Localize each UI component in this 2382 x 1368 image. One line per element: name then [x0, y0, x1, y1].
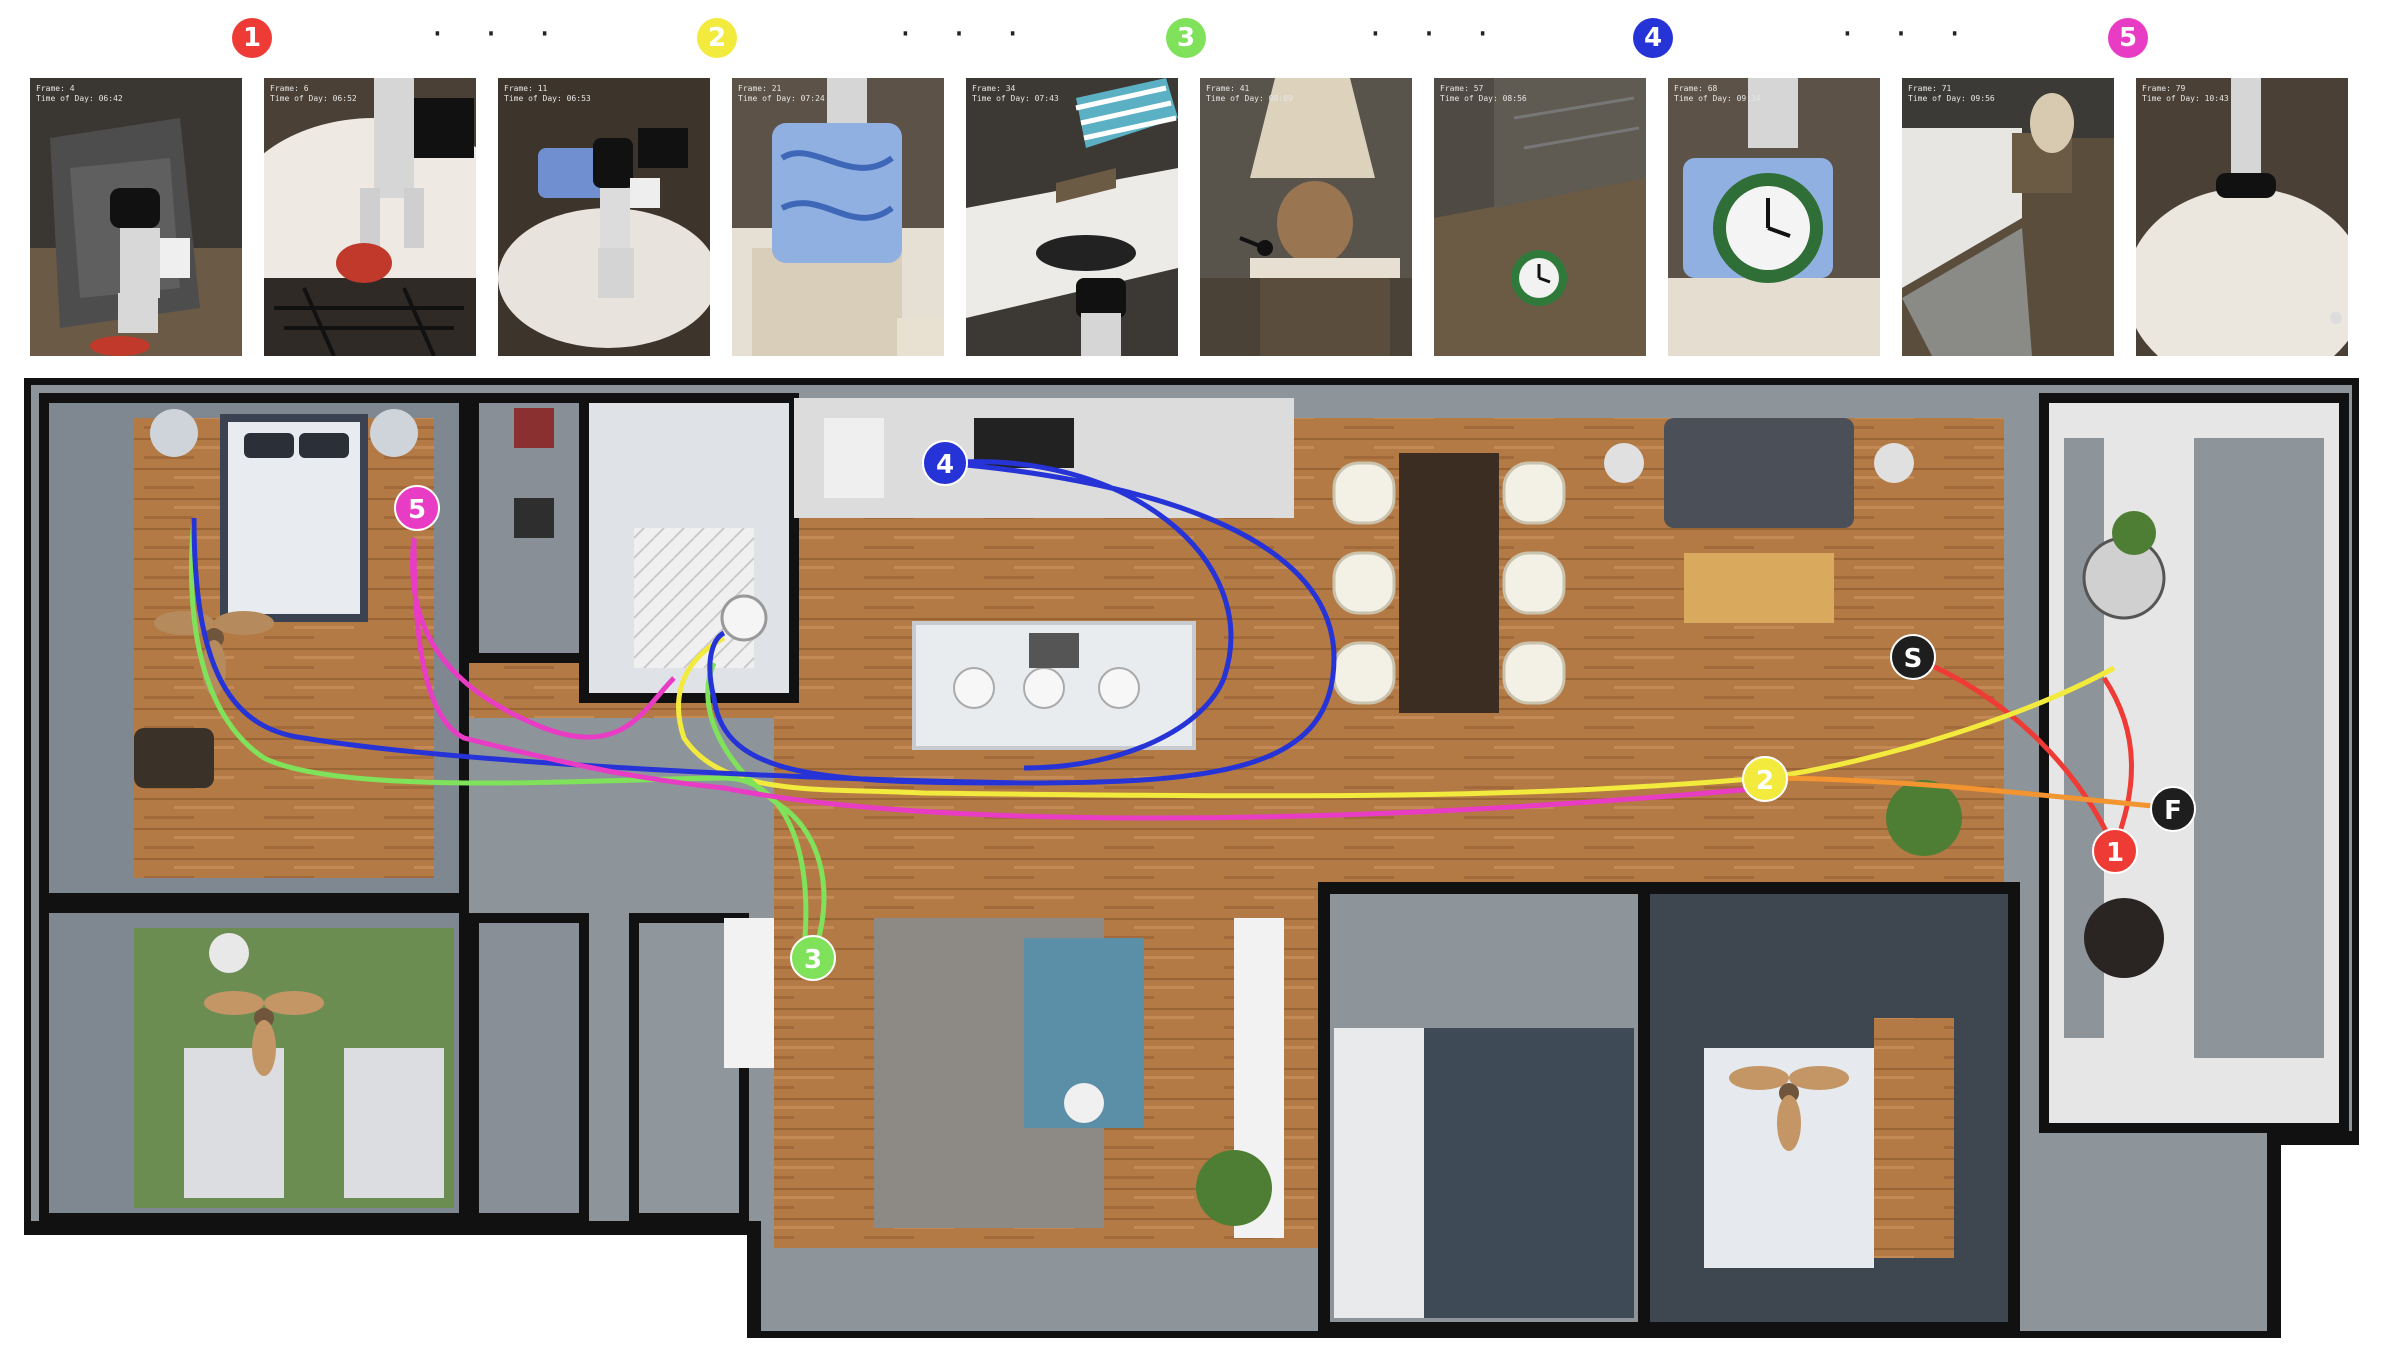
ceiling-fan-icon	[204, 991, 324, 1076]
trajectory-2-to-finish	[1763, 775, 2175, 811]
floor-plan: S F 1 2 3 4 5	[17, 371, 2366, 1345]
frame-thumbnail-4: Frame: 21 Time of Day: 07:24	[732, 78, 944, 356]
frame-label-3: Frame: 11 Time of Day: 06:53	[504, 84, 591, 103]
frame-scene-8	[1668, 78, 1880, 356]
frame-thumbnail-1: Frame: 4 Time of Day: 06:42	[30, 78, 242, 356]
frame-thumbnail-6: Frame: 41 Time of Day: 08:09	[1200, 78, 1412, 356]
trajectory-magenta	[410, 537, 1765, 821]
map-waypoint-1: 1	[2092, 828, 2138, 874]
trajectory-yellow	[676, 635, 1765, 799]
bed	[1704, 1048, 1874, 1268]
frame-scene-5	[966, 78, 1178, 356]
frame-label-5: Frame: 34 Time of Day: 07:43	[972, 84, 1059, 103]
frame-scene-10	[2136, 78, 2348, 356]
step-marker-5: 5	[2108, 18, 2148, 58]
ellipsis: · · ·	[900, 14, 1035, 54]
floor-plan-map	[17, 371, 2366, 1345]
frame-label-6: Frame: 41 Time of Day: 08:09	[1206, 84, 1293, 103]
frame-label-10: Frame: 79 Time of Day: 10:43	[2142, 84, 2229, 103]
map-start-marker: S	[1890, 634, 1936, 680]
step-marker-2: 2	[697, 18, 737, 58]
frame-scene-4	[732, 78, 944, 356]
frame-thumbnail-10: Frame: 79 Time of Day: 10:43	[2136, 78, 2348, 356]
ceiling-fan-icon	[1729, 1066, 1849, 1151]
step-marker-4: 4	[1633, 18, 1673, 58]
frame-label-2: Frame: 6 Time of Day: 06:52	[270, 84, 357, 103]
ellipsis: · · ·	[1370, 14, 1505, 54]
map-waypoint-5: 5	[394, 485, 440, 531]
frame-thumbnail-8: Frame: 68 Time of Day: 09:34	[1668, 78, 1880, 356]
map-waypoint-3: 3	[790, 935, 836, 981]
plant-icon	[2112, 511, 2156, 555]
frame-strip: 1 · · · 2 · · · 3 · · · 4 · · · 5 Frame:…	[0, 0, 2382, 360]
step-marker-1: 1	[232, 18, 272, 58]
frame-scene-1	[30, 78, 242, 356]
ellipsis: · · ·	[1842, 14, 1977, 54]
map-waypoint-2: 2	[1742, 756, 1788, 802]
frame-thumbnail-9: Frame: 71 Time of Day: 09:56	[1902, 78, 2114, 356]
frame-scene-3	[498, 78, 710, 356]
frame-label-1: Frame: 4 Time of Day: 06:42	[36, 84, 123, 103]
plant-icon	[1196, 1150, 1272, 1226]
frame-thumbnail-7: Frame: 57 Time of Day: 08:56	[1434, 78, 1646, 356]
frame-label-4: Frame: 21 Time of Day: 07:24	[738, 84, 825, 103]
frame-scene-2	[264, 78, 476, 356]
frame-thumbnail-3: Frame: 11 Time of Day: 06:53	[498, 78, 710, 356]
frame-thumbnail-5: Frame: 34 Time of Day: 07:43	[966, 78, 1178, 356]
sofa	[1664, 418, 1854, 528]
trajectory-1-to-2	[1763, 665, 2116, 781]
map-finish-marker: F	[2150, 786, 2196, 832]
plant-icon	[1886, 780, 1962, 856]
frame-thumbnail-2: Frame: 6 Time of Day: 06:52	[264, 78, 476, 356]
step-marker-3: 3	[1166, 18, 1206, 58]
frame-label-9: Frame: 71 Time of Day: 09:56	[1908, 84, 1995, 103]
frame-label-8: Frame: 68 Time of Day: 09:34	[1674, 84, 1761, 103]
ellipsis: · · ·	[432, 14, 567, 54]
trajectory-green	[189, 517, 827, 954]
trajectory-blue	[191, 459, 1337, 786]
dining-table	[1399, 453, 1499, 713]
frame-scene-9	[1902, 78, 2114, 356]
frame-scene-6	[1200, 78, 1412, 356]
map-waypoint-4: 4	[922, 440, 968, 486]
frame-label-7: Frame: 57 Time of Day: 08:56	[1440, 84, 1527, 103]
frame-scene-7	[1434, 78, 1646, 356]
